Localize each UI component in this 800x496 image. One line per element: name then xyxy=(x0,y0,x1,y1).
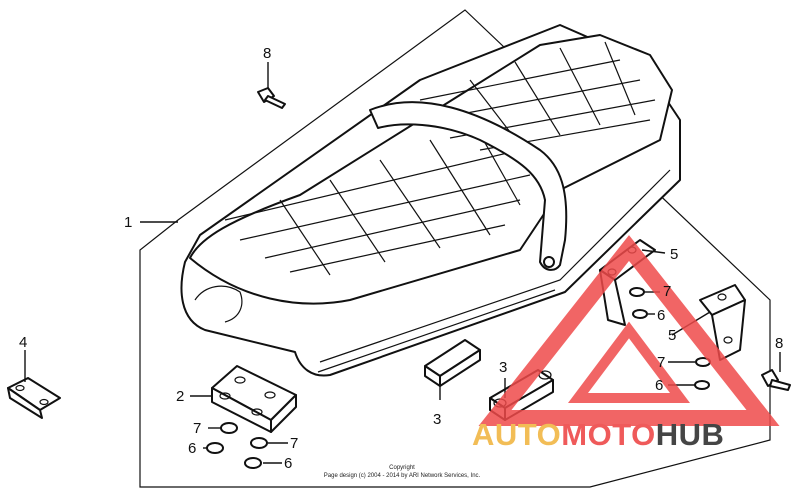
leader-lines xyxy=(24,62,781,464)
copyright-line-1: Copyright xyxy=(389,465,415,471)
callout-1: 1 xyxy=(124,214,132,231)
callout-5-lower: 5 xyxy=(668,327,676,344)
callout-4: 4 xyxy=(19,334,27,351)
copyright-line-2: Page design (c) 2004 - 2014 by ARI Netwo… xyxy=(324,473,481,479)
callout-6-a: 6 xyxy=(188,440,196,457)
callout-6-b: 6 xyxy=(284,455,292,472)
callout-labels: 1 2 3 3 4 5 5 6 6 6 6 7 7 7 7 8 8 xyxy=(19,45,783,472)
washers-and-nuts xyxy=(206,287,711,469)
seat-assembly xyxy=(180,24,681,377)
callout-3-right: 3 xyxy=(499,359,507,376)
callout-7-c: 7 xyxy=(663,283,671,300)
clip-part-4 xyxy=(7,377,61,419)
callout-6-c: 6 xyxy=(657,307,665,324)
callout-5-upper: 5 xyxy=(670,246,678,263)
callout-7-d: 7 xyxy=(657,354,665,371)
callout-2: 2 xyxy=(176,388,184,405)
callout-3-left: 3 xyxy=(433,411,441,428)
watermark-moto: MOTO xyxy=(561,417,655,452)
automotohub-watermark: AUTOMOTOHUB xyxy=(472,235,780,452)
callout-8-top: 8 xyxy=(263,45,271,62)
watermark-hub: HUB xyxy=(656,417,725,452)
bolt-part-8-right xyxy=(761,369,791,391)
watermark-triangle-outer xyxy=(478,235,780,426)
rubber-part-3-left xyxy=(424,339,481,387)
callout-7-a: 7 xyxy=(193,420,201,437)
bolt-part-8-top xyxy=(257,87,286,109)
callout-7-b: 7 xyxy=(290,435,298,452)
watermark-auto: AUTO xyxy=(472,417,561,452)
hinge-bracket-part-5-lower xyxy=(699,284,746,361)
watermark-triangle-inner xyxy=(568,321,690,403)
callout-8-right: 8 xyxy=(775,335,783,352)
bracket-part-2 xyxy=(211,365,297,433)
callout-6-d: 6 xyxy=(655,377,663,394)
svg-text:AUTOMOTOHUB: AUTOMOTOHUB xyxy=(472,417,724,452)
